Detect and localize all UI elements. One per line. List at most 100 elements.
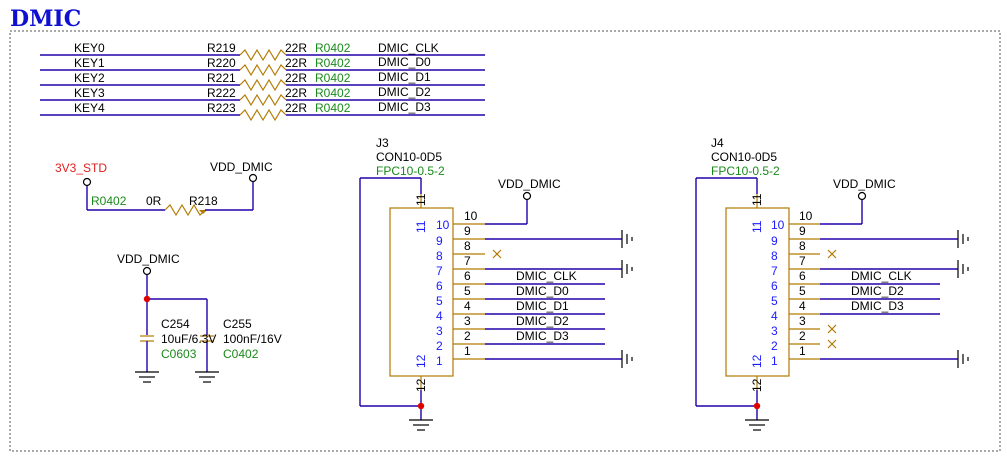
resistor-value: 0R — [146, 194, 162, 208]
section-title: DMIC — [10, 6, 81, 32]
pin-num-outer: 10 — [799, 209, 813, 223]
pin-num-outer: 9 — [464, 224, 471, 238]
net-label: DMIC_CLK — [516, 269, 577, 283]
rail-port-symbol — [82, 177, 92, 187]
pin-num-inner: 9 — [436, 234, 443, 248]
mech-pin-top-inner: 11 — [414, 220, 428, 233]
mech-pin-bottom-inner: 12 — [414, 354, 428, 368]
resistor-value: 22R — [285, 86, 307, 100]
net-label: DMIC_D3 — [378, 100, 431, 114]
rail-label: VDD_DMIC — [117, 252, 180, 266]
mech-pin-bottom-outer: 12 — [750, 378, 764, 392]
junction-dot — [143, 295, 151, 303]
resistor-value: 22R — [285, 71, 307, 85]
rail-port-symbol — [522, 191, 532, 201]
pin-num-inner: 3 — [771, 324, 778, 338]
pin-num-inner: 9 — [771, 234, 778, 248]
pin-num-outer: 7 — [799, 254, 806, 268]
pin-num-inner: 7 — [771, 264, 778, 278]
pin-num-inner: 5 — [436, 294, 443, 308]
resistor-package: R0402 — [315, 71, 351, 85]
resistor-package: R0402 — [91, 194, 127, 208]
net-label: DMIC_D0 — [378, 55, 431, 69]
cap-package: C0603 — [161, 347, 197, 361]
net-label: DMIC_D1 — [516, 299, 569, 313]
connector-body — [725, 207, 790, 377]
pin-num-outer: 5 — [464, 284, 471, 298]
junction-dot — [417, 402, 425, 410]
resistor-ref: R222 — [207, 86, 236, 100]
pin-num-inner: 4 — [771, 309, 778, 323]
resistor-arrow — [199, 210, 207, 214]
cap-value: 100nF/16V — [223, 332, 282, 346]
key-label: KEY2 — [74, 71, 105, 85]
pin-num-outer: 5 — [799, 284, 806, 298]
resistor-ref: R219 — [207, 41, 236, 55]
source-rail-label: 3V3_STD — [55, 161, 107, 175]
power-resistor-block: 3V3_STD VDD_DMIC R0402 0R R218 — [55, 160, 273, 217]
mech-pin-bottom-inner: 12 — [750, 354, 764, 368]
rail-label: VDD_DMIC — [833, 177, 896, 191]
resistor-ref: R218 — [189, 194, 218, 208]
no-connect-mark — [827, 339, 837, 349]
connector-j3: J3 CON10-0D5 FPC10-0.5-2 11 12 11 12 10 … — [359, 136, 633, 431]
pin-num-inner: 10 — [771, 218, 785, 232]
net-label: DMIC_D1 — [378, 70, 431, 84]
cap-value: 10uF/6.3V — [161, 332, 216, 346]
pin-num-inner: 5 — [771, 294, 778, 308]
pin-num-inner: 8 — [436, 249, 443, 263]
rail-port-symbol — [248, 173, 258, 183]
pin-num-outer: 1 — [799, 344, 806, 358]
mech-pin-bottom-outer: 12 — [414, 378, 428, 392]
pin-num-outer: 3 — [464, 314, 471, 328]
connector-ref: J4 — [711, 136, 724, 150]
sheet-border — [9, 30, 1001, 452]
no-connect-mark — [827, 324, 837, 334]
no-connect-mark — [827, 249, 837, 259]
rail-label: VDD_DMIC — [498, 177, 561, 191]
resistor-value: 22R — [285, 56, 307, 70]
key-row-1: KEY1 R220 22R R0402 DMIC_D0 — [40, 55, 485, 77]
ground-symbol — [621, 260, 633, 278]
resistor-package: R0402 — [315, 101, 351, 115]
resistor-value: 22R — [285, 41, 307, 55]
connector-part: CON10-0D5 — [376, 150, 442, 164]
net-label: DMIC_D2 — [851, 284, 904, 298]
key-label: KEY1 — [74, 56, 105, 70]
net-label: DMIC_D2 — [378, 85, 431, 99]
rail-port-symbol — [142, 266, 152, 276]
pin-num-outer: 9 — [799, 224, 806, 238]
net-label: DMIC_D3 — [516, 329, 569, 343]
net-label: DMIC_CLK — [378, 41, 439, 55]
no-connect-mark — [492, 249, 502, 259]
mech-pin-top: 11 — [414, 193, 428, 206]
net-label: DMIC_D2 — [516, 314, 569, 328]
pin-num-inner: 7 — [436, 264, 443, 278]
connector-ref: J3 — [376, 136, 389, 150]
key-row-2: KEY2 R221 22R R0402 DMIC_D1 — [40, 70, 485, 92]
resistor-package: R0402 — [315, 41, 351, 55]
net-label: DMIC_CLK — [851, 269, 912, 283]
key-label: KEY0 — [74, 41, 105, 55]
pin-num-outer: 2 — [799, 329, 806, 343]
net-label: DMIC_D0 — [516, 284, 569, 298]
pin-num-outer: 8 — [464, 239, 471, 253]
resistor-package: R0402 — [315, 86, 351, 100]
pin-num-inner: 2 — [771, 339, 778, 353]
key-row-4: KEY4 R223 22R R0402 DMIC_D3 — [40, 100, 485, 122]
mech-pin-top-inner: 11 — [750, 220, 764, 233]
ground-symbol — [621, 350, 633, 368]
connector-j4: J4 CON10-0D5 FPC10-0.5-2 11 12 11 12 10 … — [695, 136, 969, 431]
pin-num-outer: 4 — [464, 299, 471, 313]
pin-num-outer: 3 — [799, 314, 806, 328]
pin-num-outer: 10 — [464, 209, 478, 223]
net-label: DMIC_D3 — [851, 299, 904, 313]
ground-symbol — [745, 419, 769, 431]
junction-dot — [753, 402, 761, 410]
mech-pin-top: 11 — [750, 193, 764, 206]
pin-num-inner: 2 — [436, 339, 443, 353]
pin-num-inner: 6 — [436, 279, 443, 293]
pin-num-outer: 4 — [799, 299, 806, 313]
pin-num-outer: 6 — [464, 269, 471, 283]
